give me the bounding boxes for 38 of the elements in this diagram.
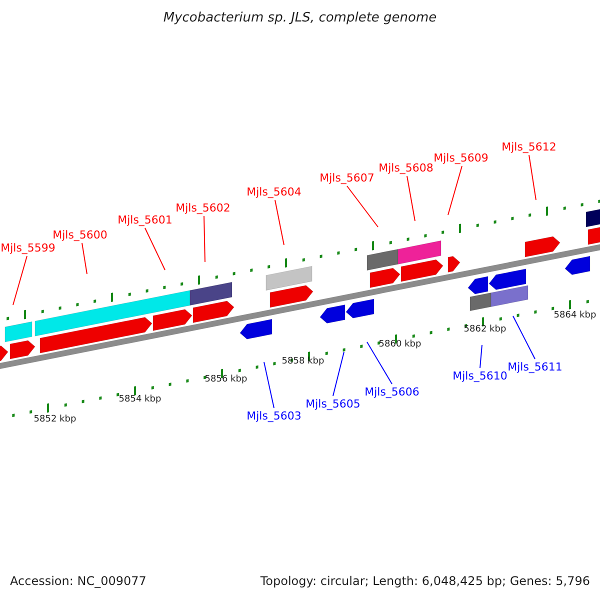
scale-label: 5856 kbp <box>204 376 248 384</box>
scale-label: 5864 kbp <box>554 312 596 320</box>
gene-label: Mjls_5609 <box>434 152 488 164</box>
leader-line <box>512 316 536 360</box>
scale-label: 5860 kbp <box>378 340 422 350</box>
gene-label: Mjls_5599 <box>0 242 56 254</box>
gene-label: Mjls_5608 <box>378 162 434 174</box>
leader-line <box>366 342 392 384</box>
leader-line <box>346 186 378 228</box>
gene-label: Mjls_5605 <box>306 398 360 410</box>
leader-line <box>144 228 166 270</box>
gene-label: Mjls_5606 <box>364 386 420 398</box>
gene-label: Mjls_5607 <box>320 172 374 184</box>
leader-line <box>480 344 482 368</box>
scale-label: 5862 kbp <box>464 326 506 334</box>
gene-label: Mjls_5603 <box>246 410 302 422</box>
leader-line <box>528 154 536 200</box>
leader-line <box>82 242 88 274</box>
leader-line <box>204 216 206 262</box>
leader-line <box>12 256 28 306</box>
leader-line <box>274 200 284 246</box>
gene-label: Mjls_5602 <box>176 202 230 214</box>
gene-label: Mjls_5604 <box>246 186 302 198</box>
title: Mycobacterium sp. JLS, complete genome <box>163 12 437 24</box>
accession-note: Accession: NC_009077 <box>10 575 146 587</box>
leader-line <box>332 352 344 396</box>
leader-line <box>264 362 274 408</box>
gene-label: Mjls_5601 <box>118 214 172 226</box>
gene-label: Mjls_5612 <box>502 142 556 152</box>
genome-info-note: Topology: circular; Length: 6,048,425 bp; Genes: 5,796 <box>260 575 590 587</box>
scale-label: 5858 kbp <box>282 358 324 366</box>
scale-label: 5852 kbp <box>34 416 76 424</box>
gene-label: Mjls_5600 <box>52 230 108 240</box>
scale-label: 5854 kbp <box>118 396 162 404</box>
leader-line <box>406 176 416 222</box>
gene-label: Mjls_5611 <box>508 362 562 372</box>
leader-line <box>448 166 462 216</box>
gene-label: Mjls_5610 <box>452 370 508 382</box>
